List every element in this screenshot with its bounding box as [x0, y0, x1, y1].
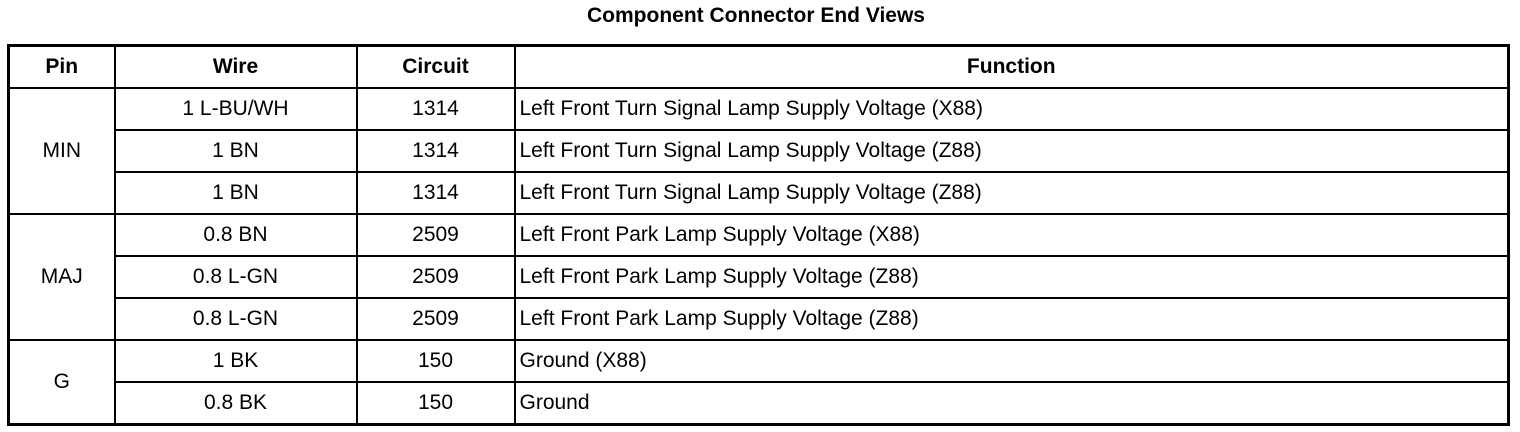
table-row: 0.8 BK 150 Ground — [9, 381, 1510, 426]
circuit-cell: 2509 — [355, 255, 516, 299]
function-cell: Left Front Turn Signal Lamp Supply Volta… — [513, 129, 1510, 173]
function-cell: Left Front Park Lamp Supply Voltage (X88… — [513, 213, 1510, 257]
wire-cell: 0.8 L-GN — [113, 297, 358, 341]
header-pin: Pin — [7, 44, 116, 89]
table-row: MIN 1 L-BU/WH 1314 Left Front Turn Signa… — [7, 87, 1510, 215]
connector-table: Pin Wire Circuit Function MIN 1 L-BU/WH … — [7, 44, 1510, 426]
circuit-cell: 150 — [355, 381, 516, 426]
circuit-cell: 150 — [355, 339, 516, 383]
page-title: Component Connector End Views — [587, 4, 925, 27]
function-cell: Ground (X88) — [513, 339, 1510, 383]
pin-cell: MAJ — [7, 213, 116, 341]
function-cell: Left Front Park Lamp Supply Voltage (Z88… — [513, 255, 1510, 299]
pin-cell: G — [7, 339, 116, 426]
table-row: 1 BN 1314 Left Front Turn Signal Lamp Su… — [9, 129, 1510, 173]
circuit-cell: 1314 — [355, 129, 516, 173]
table-row: MAJ 0.8 BN 2509 Left Front Park Lamp Sup… — [7, 213, 1510, 341]
wire-cell: 1 BN — [113, 129, 358, 173]
function-cell: Ground — [513, 381, 1510, 426]
pin-cell: MIN — [7, 87, 116, 215]
table-row: G 1 BK 150 Ground (X88) — [7, 339, 1510, 426]
function-cell: Left Front Turn Signal Lamp Supply Volta… — [513, 87, 1510, 131]
header-wire: Wire — [113, 44, 358, 89]
circuit-cell: 1314 — [355, 87, 516, 131]
table-row: 0.8 L-GN 2509 Left Front Park Lamp Suppl… — [9, 255, 1510, 299]
wire-cell: 1 BN — [113, 171, 358, 215]
header-circuit: Circuit — [355, 44, 516, 89]
wire-cell: 0.8 BK — [113, 381, 358, 426]
wire-cell: 1 BK — [113, 339, 358, 383]
table-row: 1 BN 1314 Left Front Turn Signal Lamp Su… — [9, 171, 1510, 215]
function-cell: Left Front Turn Signal Lamp Supply Volta… — [513, 171, 1510, 215]
table-header-row: Pin Wire Circuit Function — [7, 44, 1510, 89]
table-row: 0.8 L-GN 2509 Left Front Park Lamp Suppl… — [9, 297, 1510, 341]
function-cell: Left Front Park Lamp Supply Voltage (Z88… — [513, 297, 1510, 341]
circuit-cell: 1314 — [355, 171, 516, 215]
header-function: Function — [513, 44, 1510, 89]
circuit-cell: 2509 — [355, 297, 516, 341]
circuit-cell: 2509 — [355, 213, 516, 257]
wire-cell: 1 L-BU/WH — [113, 87, 358, 131]
wire-cell: 0.8 L-GN — [113, 255, 358, 299]
wire-cell: 0.8 BN — [113, 213, 358, 257]
